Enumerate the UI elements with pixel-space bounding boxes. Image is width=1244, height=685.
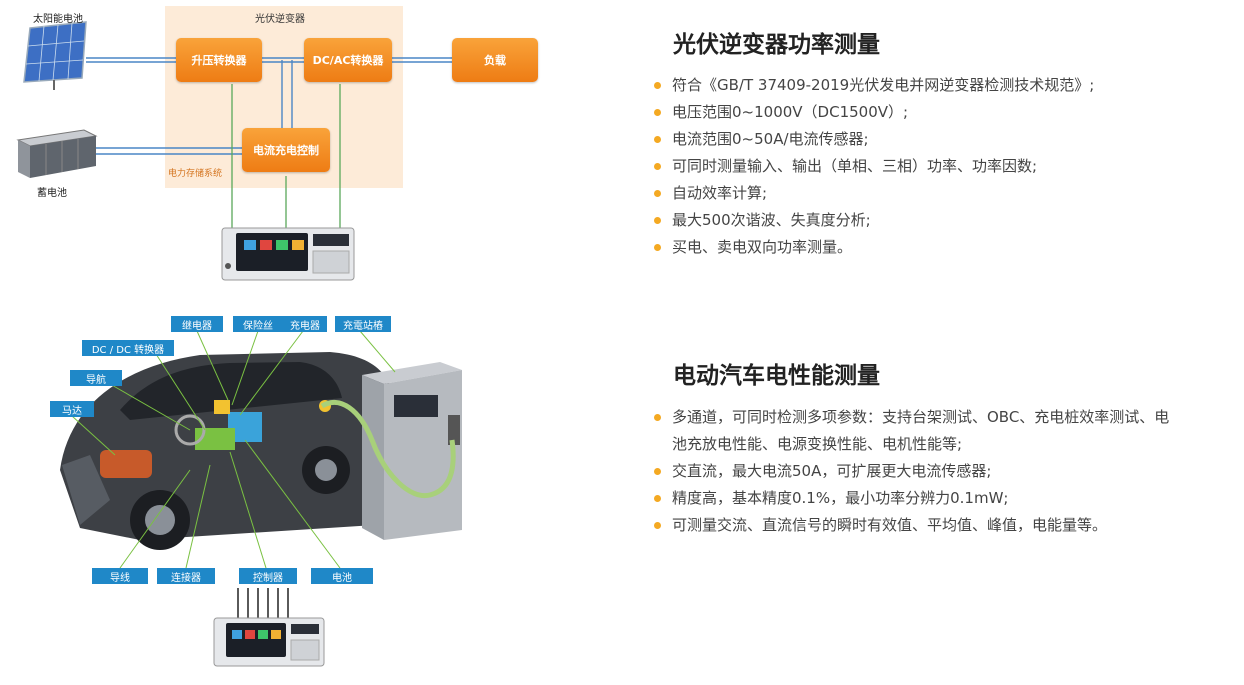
tag-wire: 导线 [92,568,148,584]
solar-panel-icon [23,21,87,90]
tag-relay: 继电器 [171,316,223,332]
list-item: 电压范围0~1000V（DC1500V）; [652,99,1172,126]
solar-label: 太阳能电池 [33,14,83,25]
tag-connector: 连接器 [157,568,215,584]
charging-station-icon [320,362,462,540]
pv-feature-list: 符合《GB/T 37409-2019光伏发电并网逆变器检测技术规范》; 电压范围… [652,72,1172,261]
ev-section-title: 电动汽车电性能测量 [673,363,880,389]
list-item: 交直流，最大电流50A，可扩展更大电流传感器; [652,458,1172,485]
tag-motor: 马达 [50,401,94,417]
list-item: 最大500次谐波、失真度分析; [652,207,1172,234]
storage-battery-icon [16,129,98,178]
tag-controller: 控制器 [239,568,297,584]
tag-fuse: 保险丝 [233,316,283,332]
load-box: 负载 [452,38,538,82]
power-analyzer-top-icon [221,227,355,281]
tag-charging-station: 充電站樁 [335,316,391,332]
boost-converter-box: 升压转换器 [176,38,262,82]
dcac-converter-box: DC/AC转换器 [304,38,392,82]
list-item: 符合《GB/T 37409-2019光伏发电并网逆变器检测技术规范》; [652,72,1172,99]
tag-navigation: 导航 [70,370,122,386]
power-lines [86,57,452,155]
power-analyzer-bottom-icon [213,617,325,667]
tag-battery: 电池 [311,568,373,584]
ev-pointer-lines [71,330,396,569]
list-item: 自动效率计算; [652,180,1172,207]
list-item: 可同时测量输入、输出（单相、三相）功率、功率因数; [652,153,1172,180]
tag-charger: 充电器 [283,316,327,332]
list-item: 买电、卖电双向功率测量。 [652,234,1172,261]
ev-feature-list: 多通道，可同时检测多项参数：支持台架测试、OBC、充电桩效率测试、电池充放电性能… [652,404,1172,539]
measurement-lines [231,84,341,230]
battery-label: 蓄电池 [37,188,67,199]
pv-section-title: 光伏逆变器功率测量 [673,32,880,58]
tag-dcdc: DC / DC 转换器 [82,340,174,356]
list-item: 多通道，可同时检测多项参数：支持台架测试、OBC、充电桩效率测试、电池充放电性能… [652,404,1172,458]
analyzer-cables [237,588,289,618]
electric-car-icon [60,352,398,550]
charge-control-box: 电流充电控制 [242,128,330,172]
list-item: 精度高，基本精度0.1%，最小功率分辨力0.1mW; [652,485,1172,512]
list-item: 可测量交流、直流信号的瞬时有效值、平均值、峰值，电能量等。 [652,512,1172,539]
inverter-zone-title: 光伏逆变器 [255,14,305,25]
storage-zone-label: 电力存储系统 [168,169,223,179]
list-item: 电流范围0~50A/电流传感器; [652,126,1172,153]
